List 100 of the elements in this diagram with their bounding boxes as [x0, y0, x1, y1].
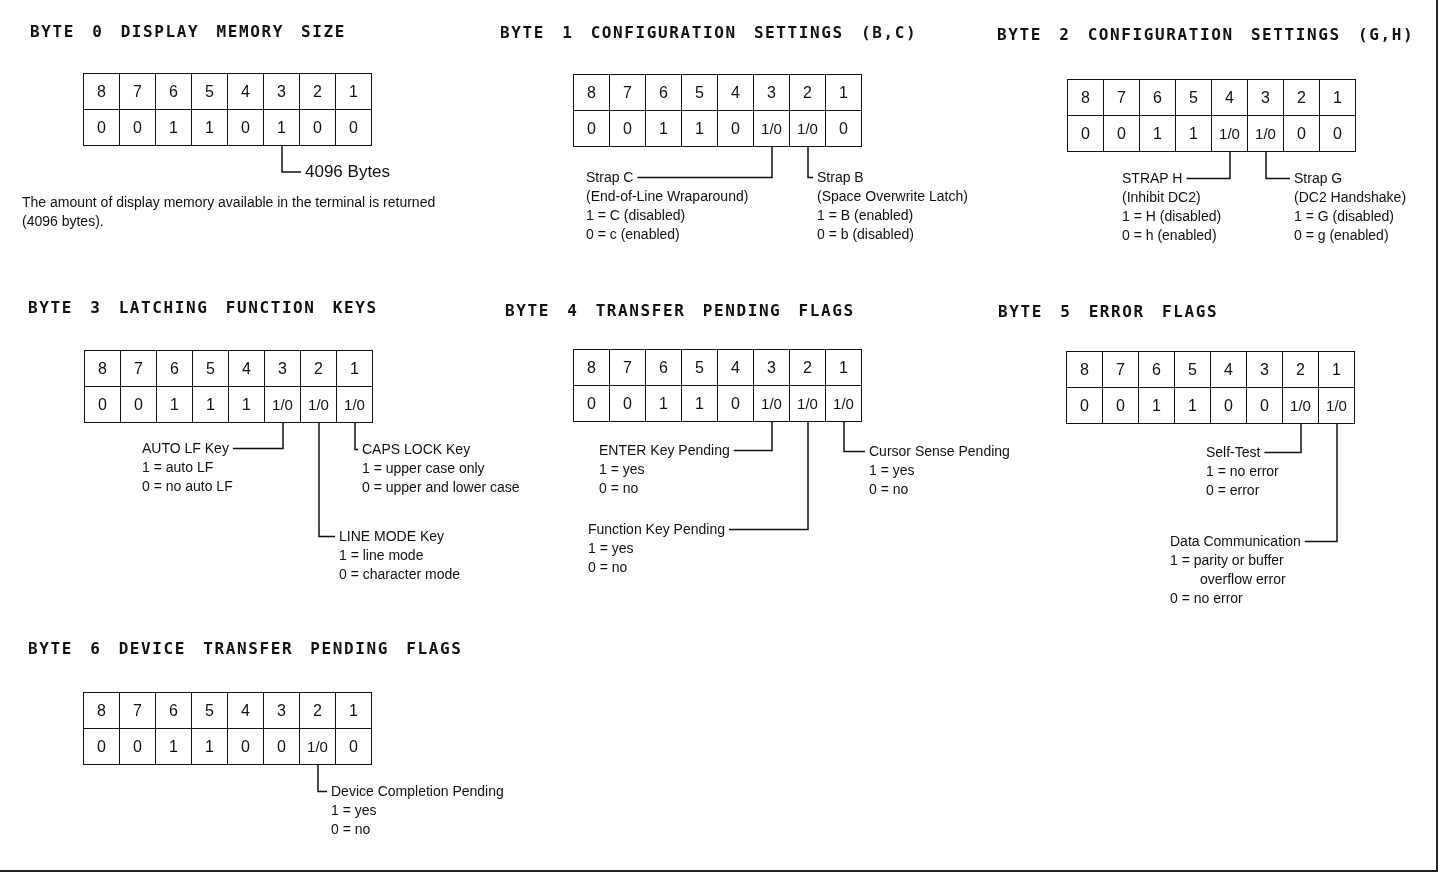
- bit-value: 0: [84, 110, 120, 146]
- bit-value: 0: [336, 729, 372, 765]
- field-name: 4096 Bytes: [305, 162, 391, 182]
- field-description: 0 = no auto LF: [142, 477, 233, 496]
- bit-number: 2: [790, 75, 826, 111]
- bit-value: 1/0: [1319, 388, 1355, 424]
- bit-number: 1: [1320, 80, 1356, 116]
- bit-value: 0: [718, 386, 754, 422]
- field-description: (DC2 Handshake): [1294, 188, 1407, 207]
- field-description: (Space Overwrite Latch): [817, 187, 968, 206]
- bit-number: 3: [264, 693, 300, 729]
- bit-number: 5: [192, 74, 228, 110]
- field-description: 0 = error: [1206, 481, 1260, 500]
- bit-number: 6: [157, 351, 193, 387]
- field-description: 0 = h (enabled): [1122, 226, 1217, 245]
- leader-line: [281, 145, 302, 173]
- bit-number: 2: [301, 351, 337, 387]
- bit-value: 1: [264, 110, 300, 146]
- field-description: 1 = upper case only: [362, 459, 485, 478]
- leader-line: [1304, 423, 1338, 543]
- bit-number: 4: [1211, 352, 1247, 388]
- section-title: BYTE 0 DISPLAY MEMORY SIZE: [30, 22, 347, 41]
- bit-value: 0: [1104, 116, 1140, 152]
- bit-number: 4: [229, 351, 265, 387]
- bit-number: 6: [646, 350, 682, 386]
- leader-line: [317, 764, 328, 793]
- bit-number: 4: [228, 693, 264, 729]
- bit-value: 1: [156, 110, 192, 146]
- field-description: 1 = C (disabled): [586, 206, 686, 225]
- bit-value: 0: [1068, 116, 1104, 152]
- bit-number: 4: [718, 350, 754, 386]
- bit-number: 5: [193, 351, 229, 387]
- leader-line: [354, 422, 359, 451]
- bit-value: 0: [1103, 388, 1139, 424]
- section-title: BYTE 6 DEVICE TRANSFER PENDING FLAGS: [28, 639, 463, 658]
- bit-value: 0: [120, 110, 156, 146]
- section-title: BYTE 2 CONFIGURATION SETTINGS (G,H): [997, 25, 1415, 44]
- bit-value: 1: [646, 111, 682, 147]
- bit-number: 7: [120, 74, 156, 110]
- bit-number: 2: [790, 350, 826, 386]
- bit-value: 1/0: [265, 387, 301, 423]
- bit-value: 0: [1320, 116, 1356, 152]
- bit-value: 1: [229, 387, 265, 423]
- bit-number: 2: [1284, 80, 1320, 116]
- section-title: BYTE 4 TRANSFER PENDING FLAGS: [505, 301, 855, 320]
- field-name: Strap B: [817, 168, 864, 187]
- bit-value: 1: [1176, 116, 1212, 152]
- bit-number: 5: [682, 350, 718, 386]
- bit-value: 1: [156, 729, 192, 765]
- bit-value: 0: [574, 111, 610, 147]
- bit-number: 7: [120, 693, 156, 729]
- field-description: 1 = yes: [588, 539, 634, 558]
- field-description: 1 = yes: [869, 461, 915, 480]
- field-name: Function Key Pending: [588, 520, 725, 539]
- bit-number: 3: [264, 74, 300, 110]
- bit-value: 0: [1211, 388, 1247, 424]
- field-name: Self-Test: [1206, 443, 1261, 462]
- bit-value: 1/0: [301, 387, 337, 423]
- leader-line: [843, 421, 866, 453]
- bit-number: 8: [85, 351, 121, 387]
- leader-line: [1185, 151, 1231, 180]
- bit-number: 7: [121, 351, 157, 387]
- bit-number: 5: [1175, 352, 1211, 388]
- bit-number: 1: [336, 693, 372, 729]
- bit-value: 0: [228, 110, 264, 146]
- field-name: Strap G: [1294, 169, 1343, 188]
- bit-value: 1: [157, 387, 193, 423]
- field-name: Strap C: [586, 168, 634, 187]
- field-description: 0 = no: [599, 479, 639, 498]
- field-description: 1 = parity or buffer overflow error: [1170, 551, 1287, 589]
- field-name: Device Completion Pending: [331, 782, 504, 801]
- section-title: BYTE 5 ERROR FLAGS: [998, 302, 1219, 321]
- bit-value: 0: [120, 729, 156, 765]
- field-description: (End-of-Line Wraparound): [586, 187, 749, 206]
- field-name: Data Communication: [1170, 532, 1301, 551]
- bit-value: 0: [228, 729, 264, 765]
- field-description: 1 = yes: [599, 460, 645, 479]
- bit-number: 8: [574, 75, 610, 111]
- field-name: ENTER Key Pending: [599, 441, 730, 460]
- bit-number: 6: [646, 75, 682, 111]
- bit-number: 3: [1248, 80, 1284, 116]
- field-description: 1 = B (enabled): [817, 206, 914, 225]
- bit-number: 1: [336, 74, 372, 110]
- bit-value: 0: [264, 729, 300, 765]
- bit-value: 1/0: [1283, 388, 1319, 424]
- bit-value: 1/0: [754, 386, 790, 422]
- bit-value: 1: [1139, 388, 1175, 424]
- bit-value: 1/0: [790, 386, 826, 422]
- bit-number: 7: [610, 350, 646, 386]
- bit-number: 5: [1176, 80, 1212, 116]
- field-description: 1 = G (disabled): [1294, 207, 1394, 226]
- bit-number: 8: [1067, 352, 1103, 388]
- field-description: 1 = auto LF: [142, 458, 214, 477]
- field-description: 0 = character mode: [339, 565, 460, 584]
- bit-value: 1/0: [1248, 116, 1284, 152]
- bit-number: 5: [192, 693, 228, 729]
- bit-number: 6: [156, 74, 192, 110]
- note-text: The amount of display memory available in the terminal is returned (4096 bytes).: [22, 193, 437, 231]
- bit-number: 3: [754, 75, 790, 111]
- bit-value: 0: [300, 110, 336, 146]
